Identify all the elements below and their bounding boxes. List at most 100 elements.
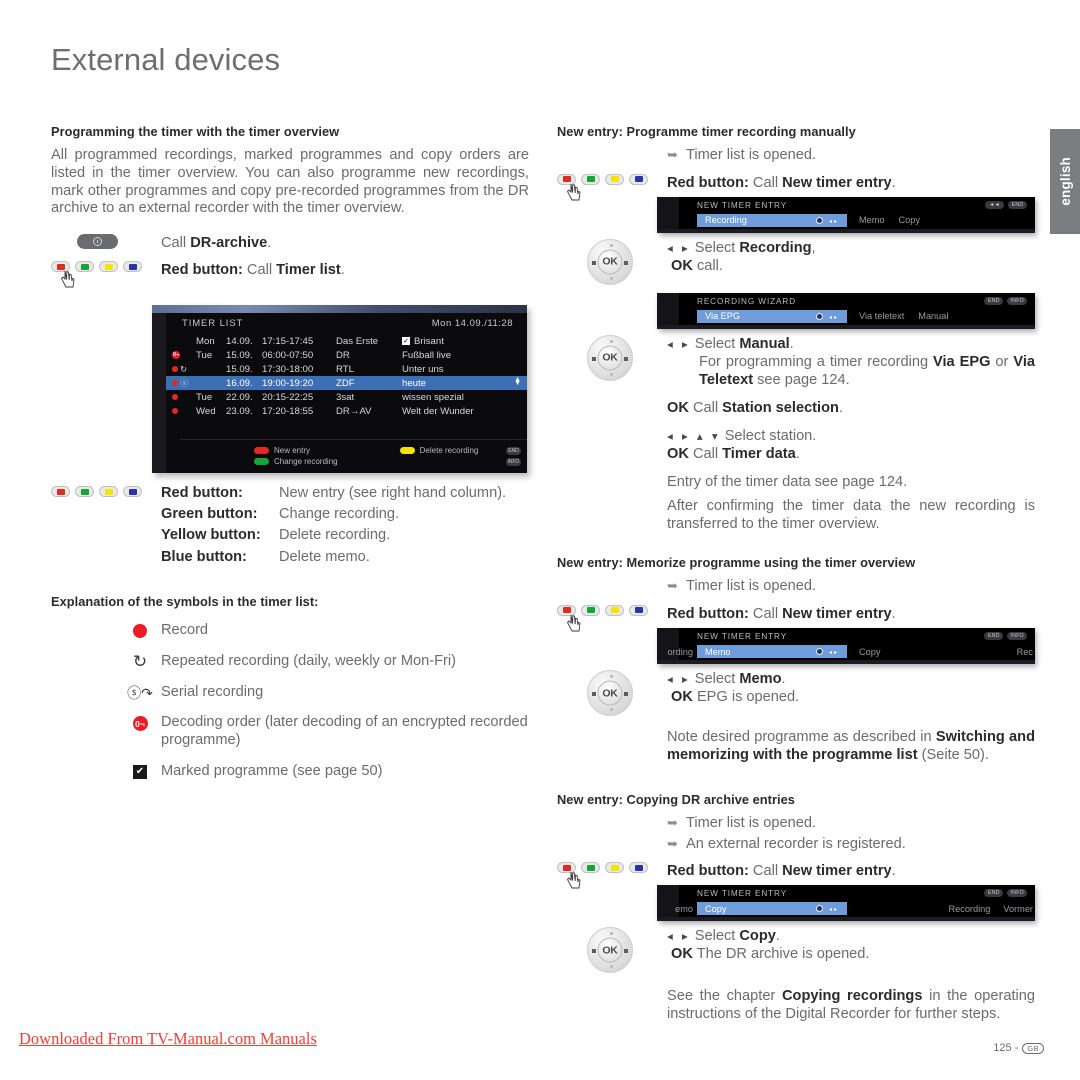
blue-button-icon[interactable] [629,173,648,185]
end-badge[interactable]: END [984,889,1004,898]
yellow-button-icon[interactable] [99,486,118,497]
blue-button-icon[interactable] [123,486,142,497]
call-label: Call [748,605,783,622]
back-badge[interactable]: ◄◄ [985,200,1004,209]
osd-prev-tab[interactable]: ording [667,646,693,657]
left-right-arrow-icon: ◂ ▸ [667,931,691,944]
osd-next-tab[interactable]: Copy [898,215,920,226]
hand-cursor-icon [566,614,581,632]
call-label: Call [692,446,723,463]
legend-value: New entry (see right hand column). [279,485,507,501]
row-programme-cell: Fußball live [402,350,527,361]
left-right-arrows-icon: ◂▸ [828,218,839,225]
green-button-icon[interactable] [581,862,600,874]
marked-checkbox-icon: ✔ [119,763,161,779]
record-dot-icon [172,394,178,400]
end-badge[interactable]: END [505,446,521,455]
info-badge[interactable]: INFO [505,457,521,466]
nav-arrows-icon: ◂ ▸ ▴ ▾ [667,430,721,443]
ok-navigation-wheel-icon[interactable]: OK [587,238,633,285]
footer-green-action[interactable]: Change recording [254,457,350,466]
osd-far-right: Rec [1017,647,1033,657]
timer-list-clock: Mon 14.09./11:28 [431,318,513,329]
red-button-icon[interactable] [51,261,70,273]
osd-selected-tab[interactable]: Recording ◂▸ [697,213,847,227]
osd-far-right-item[interactable]: Recording [948,903,991,914]
blue-button-icon[interactable] [629,862,648,874]
step-text: Red button: Call New timer entry. [667,863,896,880]
legend-row-red: Red button: New entry (see right hand co… [161,484,529,502]
yellow-button-icon[interactable] [99,261,118,273]
end-badge[interactable]: END [984,296,1004,305]
copying-recordings-label: Copying recordings [781,988,923,1005]
blue-button-icon[interactable] [123,261,142,273]
info-badge[interactable]: INFO [1007,632,1027,641]
osd-next-tab[interactable]: Copy [859,646,881,657]
osd-next-tab[interactable]: Manual [918,311,949,322]
end-badge[interactable]: END [984,632,1004,641]
blue-button-icon[interactable] [629,604,648,616]
row-date: 15.09. [226,363,253,375]
prereq-timer-list-opened-3: ➥Timer list is opened. [557,815,1035,833]
green-button-icon[interactable] [75,261,94,273]
legend-label: Blue button: [161,548,247,565]
yellow-button-icon[interactable] [605,173,624,185]
ok-navigation-wheel-icon[interactable]: OK [587,334,633,381]
footer-yellow-action[interactable]: Delete recording [399,446,506,455]
yellow-button-icon[interactable] [605,604,624,616]
step-text: Entry of the timer data see page 124. [667,474,908,491]
red-button-icon[interactable] [51,486,70,497]
red-button-icon[interactable] [557,604,576,616]
osd-prev-tab[interactable]: emo [675,903,693,914]
symbol-text: Serial recording [161,683,264,700]
green-button-icon[interactable] [581,173,600,185]
select-label: Select [694,239,740,256]
info-badge[interactable]: INFO [1007,296,1027,305]
step-gutter: OK [557,238,667,285]
footer-red-action[interactable]: New entry [254,446,350,455]
step-text: ◂ ▸Select Memo. OK EPG is opened. [667,671,800,706]
red-button-icon[interactable] [557,862,576,874]
table-row[interactable]: Mon 14.09. 17:15-17:45 Das Erste ✓ Brisa… [166,334,527,348]
info-badge[interactable]: INFO [1007,889,1027,898]
osd-far-right-item[interactable]: Rec [1016,646,1033,657]
osd-selected-tab[interactable]: Memo ◂▸ [697,645,847,659]
osd-selected-tab[interactable]: Copy ◂▸ [697,902,847,916]
row-station: RTL [336,363,354,375]
green-button-icon[interactable] [75,486,94,497]
step-text: ◂ ▸Select Recording, OK call. [667,239,1035,275]
yellow-button-icon[interactable] [605,862,624,874]
colour-button-strip [557,862,667,889]
row-station: ZDF [336,377,355,389]
ok-navigation-wheel-icon[interactable]: OK [587,927,633,974]
row-station: 3sat [336,391,355,403]
scroll-arrows-icon[interactable]: ▲▼ [514,376,521,387]
osd-far-right-item[interactable]: Vormer [1003,903,1033,914]
osd-next-tab[interactable]: Memo [859,215,885,226]
ok-knob-icon [816,905,823,913]
step-call-dr-archive: Call DR-archive. [51,234,529,252]
language-tab-english[interactable]: english [1050,129,1080,234]
row-day: Tue [196,391,213,403]
dr-archive-button-icon[interactable] [77,234,118,250]
manual-label: Manual [739,335,790,352]
osd-baseline [657,324,1035,329]
table-row-selected[interactable]: ⓢ 16.09. 19:00-19:20 ZDF heute ▲▼ [166,376,527,390]
table-row[interactable]: 0¬ Tue 15.09. 06:00-07:50 DR Fußball liv… [166,348,527,362]
row-symbols: ⓢ [170,379,196,388]
watermark-link[interactable]: Downloaded From TV-Manual.com Manuals [19,1029,317,1048]
osd-selected-tab[interactable]: Via EPG ◂▸ [697,309,847,323]
osd-next-tab[interactable]: Via teletext [859,311,905,322]
table-row[interactable]: Tue 22.09. 20:15-22:25 3sat wissen spezi… [166,390,527,404]
step-text: Red button: Call New timer entry. [667,174,896,191]
table-row[interactable]: ↻ 15.09. 17:30-18:00 RTL Unter uns [166,362,527,376]
ok-navigation-wheel-icon[interactable]: OK [587,670,633,717]
left-right-arrow-icon: ◂ ▸ [667,242,691,255]
osd-selected-tab-label: Copy [705,903,727,914]
row-station: Das Erste [336,335,379,347]
ok-button-label: OK [597,345,623,371]
green-button-icon[interactable] [581,604,600,616]
end-badge[interactable]: END [1008,200,1027,209]
table-row[interactable]: Wed 23.09. 17:20-18:55 DR→AV Welt der Wu… [166,404,527,418]
red-button-icon[interactable] [557,173,576,185]
